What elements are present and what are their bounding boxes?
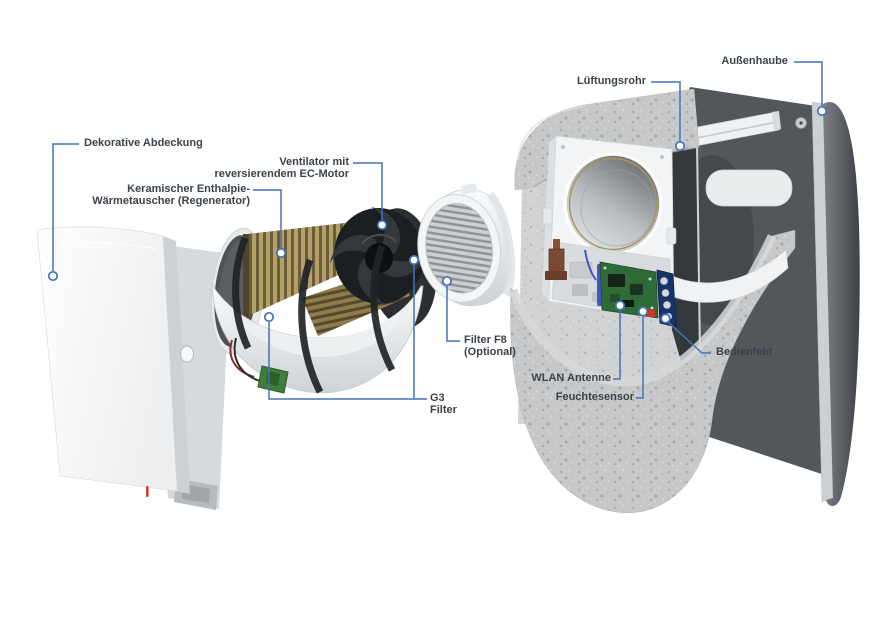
leader-aussenhaube (794, 61, 823, 106)
callout-marker (376, 219, 388, 231)
callout-marker (660, 313, 671, 324)
decorative-cover-art (36, 226, 232, 510)
callout-marker (816, 105, 828, 117)
label-wlan-antenne: WLAN Antenne (531, 372, 611, 384)
leader-bedienfeld (667, 321, 711, 354)
ceramic-core (248, 222, 354, 316)
callout-marker (674, 140, 686, 152)
label-dekorative-abdeckung: Dekorative Abdeckung (84, 137, 203, 149)
label-ventilator: Ventilator mit reversierendem EC-Motor (214, 156, 350, 180)
callout-marker (275, 247, 287, 259)
wall-assembly-art (508, 87, 860, 514)
connector-wires (229, 337, 289, 394)
cover-hole (180, 345, 194, 363)
label-feuchtesensor: Feuchtesensor (555, 391, 634, 403)
label-g3-filter: G3 Filter (430, 392, 457, 416)
label-waermetauscher: Keramischer Enthalpie- Wärmetauscher (Re… (92, 183, 250, 207)
callout-marker (441, 275, 453, 287)
label-filter-f8: Filter F8 (Optional) (464, 334, 516, 358)
leader-g3-filter-a (268, 322, 427, 400)
label-lueftungsrohr: Lüftungsrohr (576, 75, 646, 87)
leader-filter-f8 (446, 286, 460, 342)
control-panel-art (656, 269, 677, 328)
electronics-art (545, 239, 677, 328)
heat-exchanger-cartridge-art (210, 207, 437, 394)
callout-marker (263, 311, 275, 323)
callout-marker (614, 300, 626, 311)
vent-tube-lip (644, 249, 789, 303)
vent-tube-end (705, 169, 793, 207)
leader-dekorative-abdeckung (52, 143, 79, 271)
tube-opening (565, 154, 661, 254)
cover-red-indicator (146, 486, 149, 497)
label-bedienfeld: Bedienfeld (716, 346, 773, 358)
leader-wlan-antenne (613, 310, 621, 380)
leader-feuchtesensor (636, 316, 644, 399)
callout-markers (47, 105, 828, 324)
label-aussenhaube: Außenhaube (721, 55, 788, 67)
callout-marker (637, 306, 649, 317)
blue-wire (584, 249, 597, 281)
outdoor-hood-art (811, 101, 860, 507)
leader-lueftungsrohr (651, 81, 681, 141)
leader-waermetauscher (253, 189, 282, 248)
callout-marker (408, 254, 420, 266)
callout-marker (47, 270, 59, 282)
leader-ventilator (353, 162, 383, 220)
callout-leaders (52, 61, 823, 400)
filter-grille (425, 202, 493, 294)
